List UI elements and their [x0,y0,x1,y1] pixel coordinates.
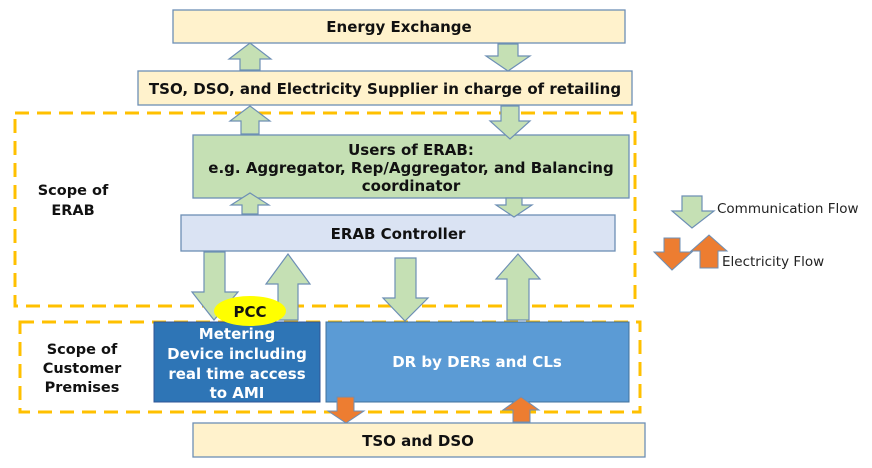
scope-erab-line2: ERAB [51,203,94,219]
tso-dso-supplier-label: TSO, DSO, and Electricity Supplier in ch… [149,80,621,98]
electricity-flow-label: Electricity Flow [722,254,824,270]
electricity-flow-down-legend-icon [652,237,694,271]
comm-arrow-up [227,42,273,71]
comm-arrow-up [264,252,312,321]
scope-customer-line2: Customer [43,361,122,377]
metering-device-box: Metering Device including real time acce… [153,321,321,403]
scope-erab-label: Scope of ERAB [38,183,109,219]
scope-erab-region [13,111,637,308]
scope-customer-line1: Scope of [47,342,118,358]
metering-line2: Device including [167,345,307,363]
electricity-flow-up-legend-icon [689,234,729,269]
metering-line3: real time access [168,365,305,383]
metering-line4: to AMI [210,384,265,402]
scope-customer-label: Scope of Customer Premises [43,342,122,396]
electricity-arrow-up [501,396,541,423]
tso-dso-supplier-box: TSO, DSO, and Electricity Supplier in ch… [137,70,633,106]
comm-arrow-down [381,257,430,322]
users-of-erab-line3: coordinator [362,177,461,195]
tso-and-dso-label: TSO and DSO [362,432,474,450]
energy-exchange-label: Energy Exchange [326,18,471,36]
electricity-arrow-down [326,396,366,424]
energy-exchange-box: Energy Exchange [172,9,626,44]
comm-arrow-up [494,253,542,321]
metering-line1: Metering [199,325,275,343]
comm-arrow-up [228,105,272,135]
comm-arrow-down [484,43,532,72]
legend: Communication Flow Electricity Flow [652,195,859,271]
users-of-erab-box: Users of ERAB: e.g. Aggregator, Rep/Aggr… [192,134,630,199]
dr-ders-cls-label: DR by DERs and CLs [392,353,562,371]
users-of-erab-line1: Users of ERAB: [348,141,474,159]
comm-arrow-down [488,105,532,140]
comm-arrow-up [228,192,272,215]
dr-ders-cls-box: DR by DERs and CLs [325,321,630,403]
erab-controller-box: ERAB Controller [180,214,616,252]
communication-flow-label: Communication Flow [717,201,859,217]
erab-controller-label: ERAB Controller [331,225,466,243]
communication-flow-legend-icon [670,195,716,229]
users-of-erab-line2: e.g. Aggregator, Rep/Aggregator, and Bal… [208,159,613,177]
pcc-badge: PCC [214,296,286,326]
scope-erab-line1: Scope of [38,183,109,199]
tso-and-dso-box: TSO and DSO [192,422,646,458]
comm-arrow-down [494,197,534,218]
scope-customer-line3: Premises [45,380,120,396]
pcc-label: PCC [233,303,266,321]
